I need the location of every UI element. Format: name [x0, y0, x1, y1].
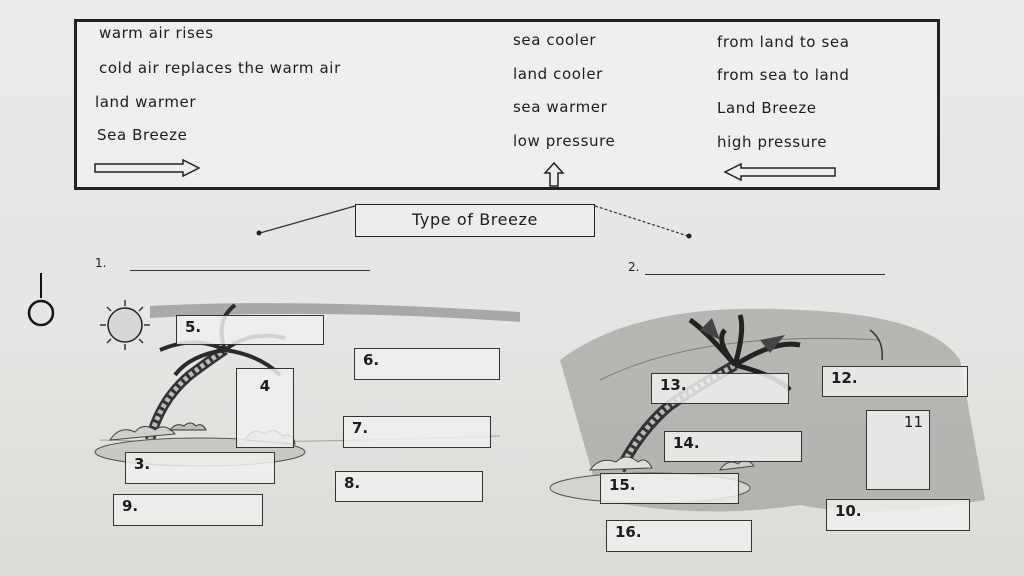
word-from-sea-to-land[interactable]: from sea to land: [717, 66, 850, 84]
label-box-16[interactable]: 16.: [606, 520, 752, 552]
right-arrow-icon[interactable]: [93, 158, 203, 178]
pointer-line-left: [259, 205, 356, 234]
label-box-8[interactable]: 8.: [335, 471, 483, 502]
word-land-warmer[interactable]: land warmer: [95, 93, 197, 111]
label-box-6[interactable]: 6.: [354, 348, 500, 380]
word-sea-warmer[interactable]: sea warmer: [513, 98, 608, 116]
label-box-14[interactable]: 14.: [664, 431, 802, 462]
label-box-3[interactable]: 3.: [125, 452, 275, 484]
sun-icon: [100, 300, 150, 350]
pointer-dot-right: [686, 233, 692, 239]
label-box-12[interactable]: 12.: [822, 366, 968, 397]
label-box-13[interactable]: 13.: [651, 373, 789, 404]
label-box-5[interactable]: 5.: [176, 315, 324, 345]
label-box-15[interactable]: 15.: [600, 473, 739, 504]
word-high-pressure[interactable]: high pressure: [717, 133, 828, 151]
pointer-line-right: [594, 205, 689, 237]
word-low-pressure[interactable]: low pressure: [513, 132, 616, 150]
type-of-breeze-box: Type of Breeze: [355, 204, 595, 237]
label-box-11[interactable]: 11: [866, 410, 930, 490]
word-bank: warm air rises cold air replaces the war…: [74, 19, 940, 190]
word-warm-air-rises[interactable]: warm air rises: [99, 24, 214, 42]
answer-1-number: 1.: [95, 256, 107, 270]
label-box-9[interactable]: 9.: [113, 494, 263, 526]
left-arrow-icon[interactable]: [723, 162, 837, 182]
up-arrow-icon[interactable]: [543, 162, 565, 188]
curved-arrow-icon: [869, 329, 883, 361]
label-box-10[interactable]: 10.: [826, 499, 970, 531]
answer-2-line[interactable]: [645, 274, 885, 275]
word-sea-breeze[interactable]: Sea Breeze: [97, 126, 188, 144]
word-sea-cooler[interactable]: sea cooler: [513, 31, 597, 49]
word-land-cooler[interactable]: land cooler: [513, 65, 603, 83]
word-cold-air-replaces[interactable]: cold air replaces the warm air: [99, 59, 341, 77]
pointer-dot-left: [256, 230, 262, 236]
circle-symbol-icon: [27, 273, 55, 327]
label-box-4[interactable]: 4: [236, 368, 294, 448]
word-from-land-to-sea[interactable]: from land to sea: [717, 33, 850, 51]
answer-2-number: 2.: [628, 260, 640, 274]
word-land-breeze[interactable]: Land Breeze: [717, 99, 817, 117]
label-box-7[interactable]: 7.: [343, 416, 491, 448]
answer-1-line[interactable]: [130, 270, 370, 271]
